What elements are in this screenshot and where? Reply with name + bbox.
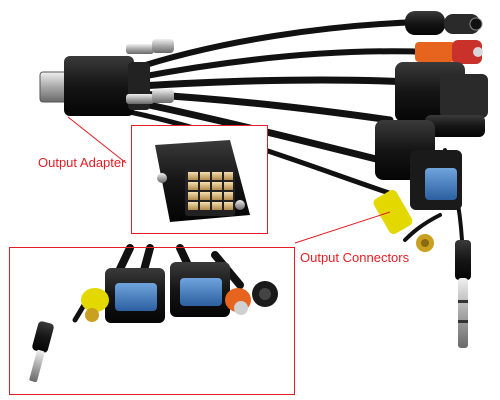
- output-connectors-label: Output Connectors: [300, 250, 410, 265]
- vga-connector-blue: [375, 120, 462, 210]
- composite-yellow-plug: [373, 190, 434, 252]
- audio-jack-right: [455, 240, 471, 348]
- output-adapter-label: Output Adapter: [38, 155, 126, 170]
- svideo-plug-top: [405, 11, 483, 35]
- output-adapter-plug: [39, 39, 174, 116]
- annotation-lines: [67, 116, 391, 244]
- connectors-closeup: [10, 244, 294, 394]
- adapter-closeup: [132, 126, 267, 233]
- rca-plug-top: [415, 40, 483, 64]
- adapter-inset-frame: [131, 125, 268, 234]
- connectors-inset-frame: [9, 247, 295, 395]
- vga-connector-top: [395, 62, 488, 137]
